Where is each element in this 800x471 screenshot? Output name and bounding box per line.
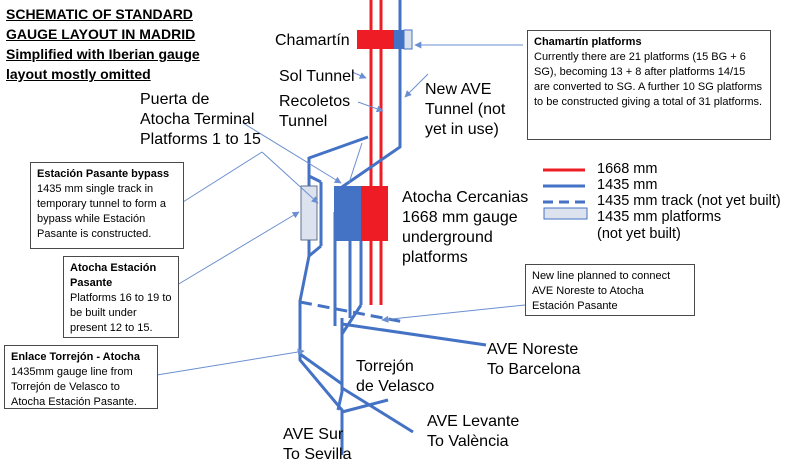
heading-line-3: Simplified with Iberian gauge bbox=[6, 46, 200, 62]
arrow-new-ave bbox=[404, 73, 429, 98]
label-torrejon: Torrejón de Velasco bbox=[356, 358, 435, 395]
arrow-enlace bbox=[156, 348, 305, 376]
atocha-terminal-platforms bbox=[334, 186, 361, 241]
callout-enlace-body: 1435mm gauge line from Torrejón de Velas… bbox=[11, 366, 137, 408]
sevilla-link bbox=[299, 352, 343, 386]
legend-platform-swatch bbox=[543, 207, 588, 220]
callout-chamartin-body: Currently there are 21 platforms (15 BG … bbox=[534, 51, 763, 108]
puerta-atocha-approach bbox=[298, 135, 369, 455]
branch-noreste bbox=[341, 322, 487, 347]
callout-bypass-body: 1435 mm single track in temporary tunnel… bbox=[37, 183, 167, 240]
legend-label-1435-not-built: 1435 mm track (not yet built) bbox=[597, 193, 781, 209]
callout-estacion-pasante-bypass: Estación Pasante bypass 1435 mm single t… bbox=[30, 162, 184, 249]
callout-chamartin-platforms: Chamartín platforms Currently there are … bbox=[527, 30, 771, 140]
label-recoletos-tunnel: Recoletos Tunnel bbox=[279, 93, 351, 130]
label-sol-tunnel: Sol Tunnel bbox=[279, 68, 355, 85]
arrow-cercanias bbox=[348, 142, 363, 184]
standard-gauge-network bbox=[298, 135, 487, 455]
diagram-heading: SCHEMATIC OF STANDARD GAUGE LAYOUT IN MA… bbox=[6, 4, 206, 84]
arrow-new-line bbox=[381, 304, 526, 323]
arrow-atocha-pasante bbox=[176, 211, 300, 286]
new-ave-tunnel-track bbox=[341, 0, 402, 189]
legend-label-1668: 1668 mm bbox=[597, 161, 658, 177]
label-atocha-cercanias: Atocha Cercanias 1668 mm gauge undergrou… bbox=[402, 189, 529, 266]
chamartin-iberian-platforms bbox=[357, 30, 394, 49]
heading-line-4: layout mostly omitted bbox=[6, 66, 151, 82]
arrow-sol-tunnel bbox=[351, 71, 367, 79]
callout-pasante-body: Platforms 16 to 19 to be built under pre… bbox=[70, 292, 172, 334]
branch-noreste-link bbox=[340, 304, 363, 335]
estacion-pasante-bypass-platform bbox=[300, 185, 318, 241]
heading-line-1: SCHEMATIC OF STANDARD bbox=[6, 6, 193, 22]
bypass-top bbox=[308, 174, 322, 184]
label-new-ave-tunnel: New AVE Tunnel (not yet in use) bbox=[425, 81, 506, 138]
callout-atocha-estacion-pasante: Atocha Estación Pasante Platforms 16 to … bbox=[63, 256, 179, 338]
arrow-puerta-atocha bbox=[242, 122, 342, 184]
callout-bypass-title: Estación Pasante bypass bbox=[37, 168, 170, 180]
callout-chamartin-title: Chamartín platforms bbox=[534, 36, 642, 48]
label-chamartin: Chamartín bbox=[275, 32, 350, 49]
bypass-bottom bbox=[308, 244, 322, 258]
label-ave-noreste: AVE Noreste To Barcelona bbox=[487, 341, 581, 378]
branch-levante bbox=[341, 386, 414, 434]
arrow-recoletos bbox=[357, 101, 384, 113]
callout-enlace-torrejon: Enlace Torrejón - Atocha 1435mm gauge li… bbox=[4, 345, 158, 409]
callout-pasante-title: Atocha Estación Pasante bbox=[70, 262, 157, 289]
label-ave-levante: AVE Levante To València bbox=[427, 413, 520, 450]
legend-label-platforms: 1435 mm platforms (not yet built) bbox=[597, 209, 722, 242]
torrejon-line bbox=[336, 318, 344, 411]
chamartin-planned-platforms bbox=[403, 29, 413, 50]
arrow-bypass-2 bbox=[261, 151, 319, 204]
label-ave-sur: AVE Sur To Sevilla bbox=[283, 426, 352, 463]
arrow-bypass-1 bbox=[182, 151, 263, 203]
legend-label-1435: 1435 mm bbox=[597, 177, 658, 193]
levante-crossover bbox=[341, 398, 389, 414]
heading-line-2: GAUGE LAYOUT IN MADRID bbox=[6, 26, 196, 42]
callout-enlace-title: Enlace Torrejón - Atocha bbox=[11, 351, 140, 363]
callout-new-line-body: New line planned to connect AVE Noreste … bbox=[532, 270, 671, 312]
atocha-cercanias-platforms bbox=[361, 186, 388, 241]
label-puerta-de-atocha: Puerta de Atocha Terminal Platforms 1 to… bbox=[140, 91, 261, 148]
callout-new-line-noreste: New line planned to connect AVE Noreste … bbox=[525, 264, 695, 316]
